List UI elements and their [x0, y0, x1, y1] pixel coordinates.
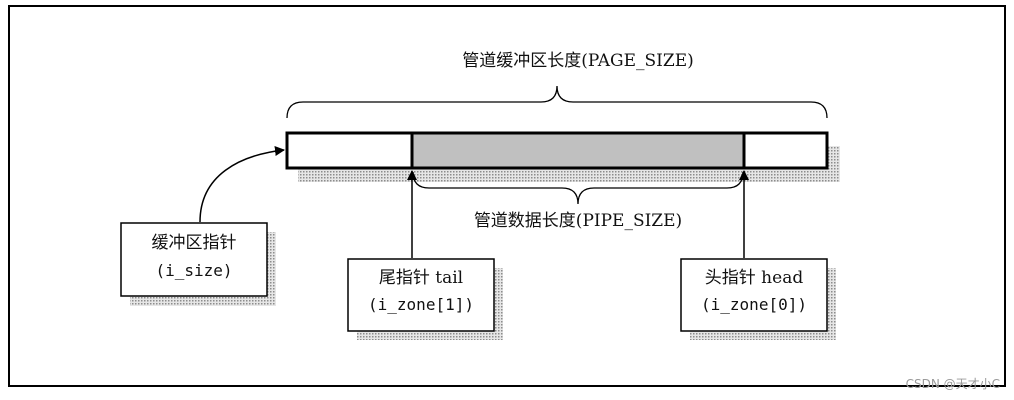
- tail-pointer-box: 尾指针 tail (i_zone[1]): [347, 258, 503, 340]
- buffer-length-label: 管道缓冲区长度(PAGE_SIZE): [462, 51, 694, 71]
- watermark: CSDN @天才小C: [905, 377, 1000, 391]
- buffer-pointer-sub: (i_size): [155, 261, 232, 280]
- tail-pointer-title: 尾指针 tail: [379, 268, 463, 288]
- data-length-brace: [412, 171, 744, 205]
- data-length-label: 管道数据长度(PIPE_SIZE): [474, 211, 682, 231]
- tail-pointer-frame: [347, 258, 495, 332]
- head-pointer-box: 头指针 head (i_zone[0]): [680, 258, 836, 340]
- head-pointer-sub: (i_zone[0]): [701, 295, 807, 314]
- buffer-pointer-title: 缓冲区指针: [152, 233, 237, 253]
- tail-pointer-sub: (i_zone[1]): [368, 295, 474, 314]
- buffer-pointer-frame: [120, 222, 268, 297]
- buffer-length-brace: [286, 85, 828, 119]
- head-pointer-title: 头指针 head: [705, 268, 804, 288]
- buffer-pointer-arrow: [199, 146, 285, 223]
- outer-frame: [8, 5, 1006, 387]
- pipe-buffer-bar: [285, 131, 840, 182]
- head-pointer-frame: [680, 258, 828, 332]
- buffer-pointer-box: 缓冲区指针 (i_size): [120, 222, 276, 306]
- buffer-bar-border: [285, 131, 829, 170]
- buffer-data-region: [412, 134, 744, 167]
